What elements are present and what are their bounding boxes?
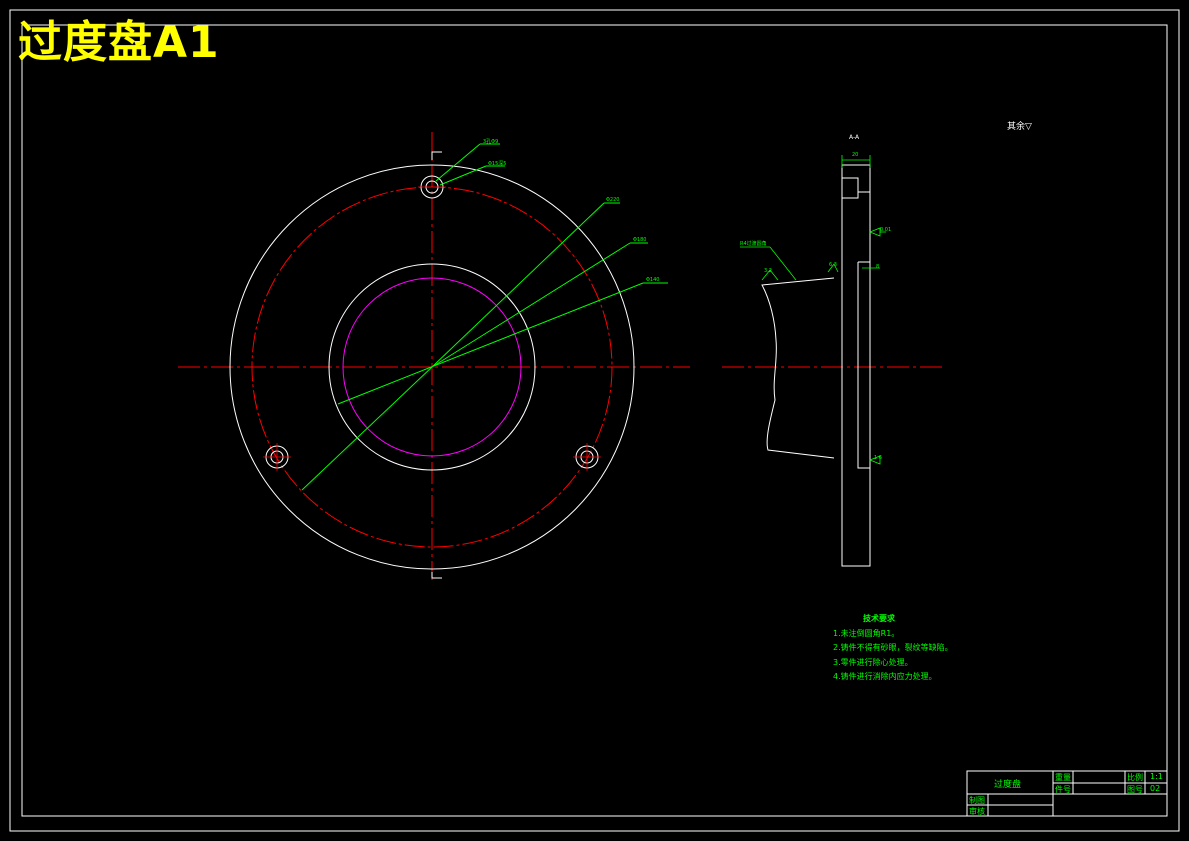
leader-lines (301, 143, 668, 491)
tb-scale-value: 1:1 (1150, 772, 1163, 781)
bolt-hole-right (573, 443, 601, 471)
counterbore (842, 177, 870, 199)
tech-heading: 技术要求 (863, 614, 895, 623)
roughness-2: 6.3 (829, 262, 837, 268)
tech-item: 2.铸件不得有砂眼，裂纹等缺陷。 (833, 643, 953, 652)
hole-callout-2: Φ15深5 (488, 161, 507, 167)
section-label: A-A (849, 134, 860, 141)
tb-drawn-label: 制图 (969, 796, 985, 805)
title-block-frame (966, 770, 1168, 817)
section-marker-top (431, 151, 442, 160)
tb-checked-label: 审核 (969, 807, 985, 816)
tb-scale-label: 比例 (1127, 773, 1143, 782)
tb-material-label: 重量 (1055, 773, 1071, 782)
diameter-140: Φ140 (646, 277, 660, 283)
section-view (722, 155, 944, 567)
drawing-title: 过度盘A1 (18, 17, 220, 68)
hub-step (857, 261, 870, 469)
hub-circle (328, 263, 536, 471)
tb-part-name: 过度盘 (994, 780, 1022, 790)
bolt-hole-top (418, 175, 446, 199)
roughness-general-note: 其余▽ (1007, 122, 1032, 132)
tb-drawing-no-value: 02 (1150, 784, 1161, 793)
diameter-180: Φ180 (633, 237, 647, 243)
tb-count-label: 件号 (1055, 785, 1071, 794)
tolerance-note: 0.01 (880, 227, 892, 233)
bolt-hole-left (263, 443, 291, 471)
dim-top: 20 (852, 152, 859, 158)
front-view (178, 132, 690, 580)
tech-item: 1.未注倒圆角R1。 (833, 628, 900, 638)
bore-circle (342, 277, 522, 457)
section-marker-bottom (431, 572, 442, 579)
tech-requirements: 技术要求 1.未注倒圆角R1。 2.铸件不得有砂眼，裂纹等缺陷。 3.零件进行除… (833, 612, 953, 685)
outer-frame (9, 9, 1180, 832)
plate-outline (841, 164, 871, 567)
roughness-3: 1.6 (874, 455, 882, 461)
roughness-1: 3.2 (764, 268, 772, 274)
tech-item: 4.铸件进行消除内应力处理。 (833, 672, 937, 681)
hole-callout-1: 3孔Φ9 (483, 139, 499, 145)
side-dim: 8 (876, 264, 880, 270)
diameter-220: Φ220 (606, 197, 620, 203)
inner-frame (21, 24, 1168, 817)
outer-circle (229, 164, 635, 570)
break-line (761, 277, 835, 459)
tech-item: 3.零件进行除心处理。 (833, 657, 913, 667)
tb-drawing-no-label: 图号 (1127, 785, 1143, 794)
fillet-note: R4过渡圆角 (740, 241, 767, 247)
